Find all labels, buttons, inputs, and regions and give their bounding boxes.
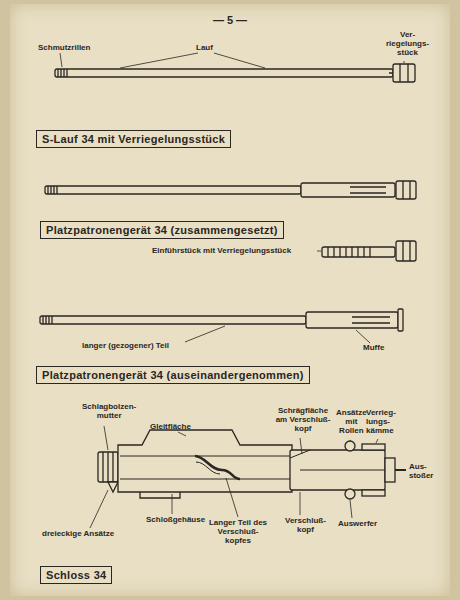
caption-box: Platzpatronengerät 34 (zusammengesetzt) bbox=[40, 221, 284, 239]
caption-box: S-Lauf 34 mit Verriegelungsstück bbox=[36, 130, 231, 148]
part-label: Langer Teil des Verschluß- kopfes bbox=[206, 518, 270, 546]
part-label: Schrägfläche am Verschluß- kopf bbox=[272, 406, 334, 434]
part-label: Muffe bbox=[363, 343, 384, 352]
caption-text: Platzpatronengerät 34 (auseinandergenomm… bbox=[42, 369, 304, 381]
caption-text: S-Lauf 34 mit Verriegelungsstück bbox=[42, 133, 225, 145]
caption-box: Schloss 34 bbox=[40, 566, 112, 584]
paper-page bbox=[10, 4, 450, 596]
part-label: Schlagbolzen- mutter bbox=[82, 402, 136, 420]
part-label: Verrieg- lungs- kämme bbox=[366, 408, 396, 436]
part-label: Einführstück mit Verriegelungsstück bbox=[152, 246, 291, 255]
part-label: Lauf bbox=[196, 43, 213, 52]
caption-text: Schloss 34 bbox=[46, 569, 106, 581]
caption-text: Platzpatronengerät 34 (zusammengesetzt) bbox=[46, 224, 278, 236]
part-label: Verschluß- kopf bbox=[285, 516, 326, 534]
part-label: Ver- riegelungs- stück bbox=[386, 30, 429, 58]
part-label: Ansätze mit Rollen bbox=[336, 408, 367, 436]
part-label: Aus- stoßer bbox=[409, 462, 433, 480]
part-label: Schloßgehäuse bbox=[146, 515, 205, 524]
part-label: Auswerfer bbox=[338, 519, 377, 528]
page-number: — 5 — bbox=[213, 14, 247, 27]
part-label: Schmutzrillen bbox=[38, 43, 90, 52]
part-label: Gleitfläche bbox=[150, 422, 191, 431]
part-label: langer (gezogener) Teil bbox=[82, 341, 169, 350]
part-label: dreieckige Ansätze bbox=[42, 529, 114, 538]
caption-box: Platzpatronengerät 34 (auseinandergenomm… bbox=[36, 366, 310, 384]
